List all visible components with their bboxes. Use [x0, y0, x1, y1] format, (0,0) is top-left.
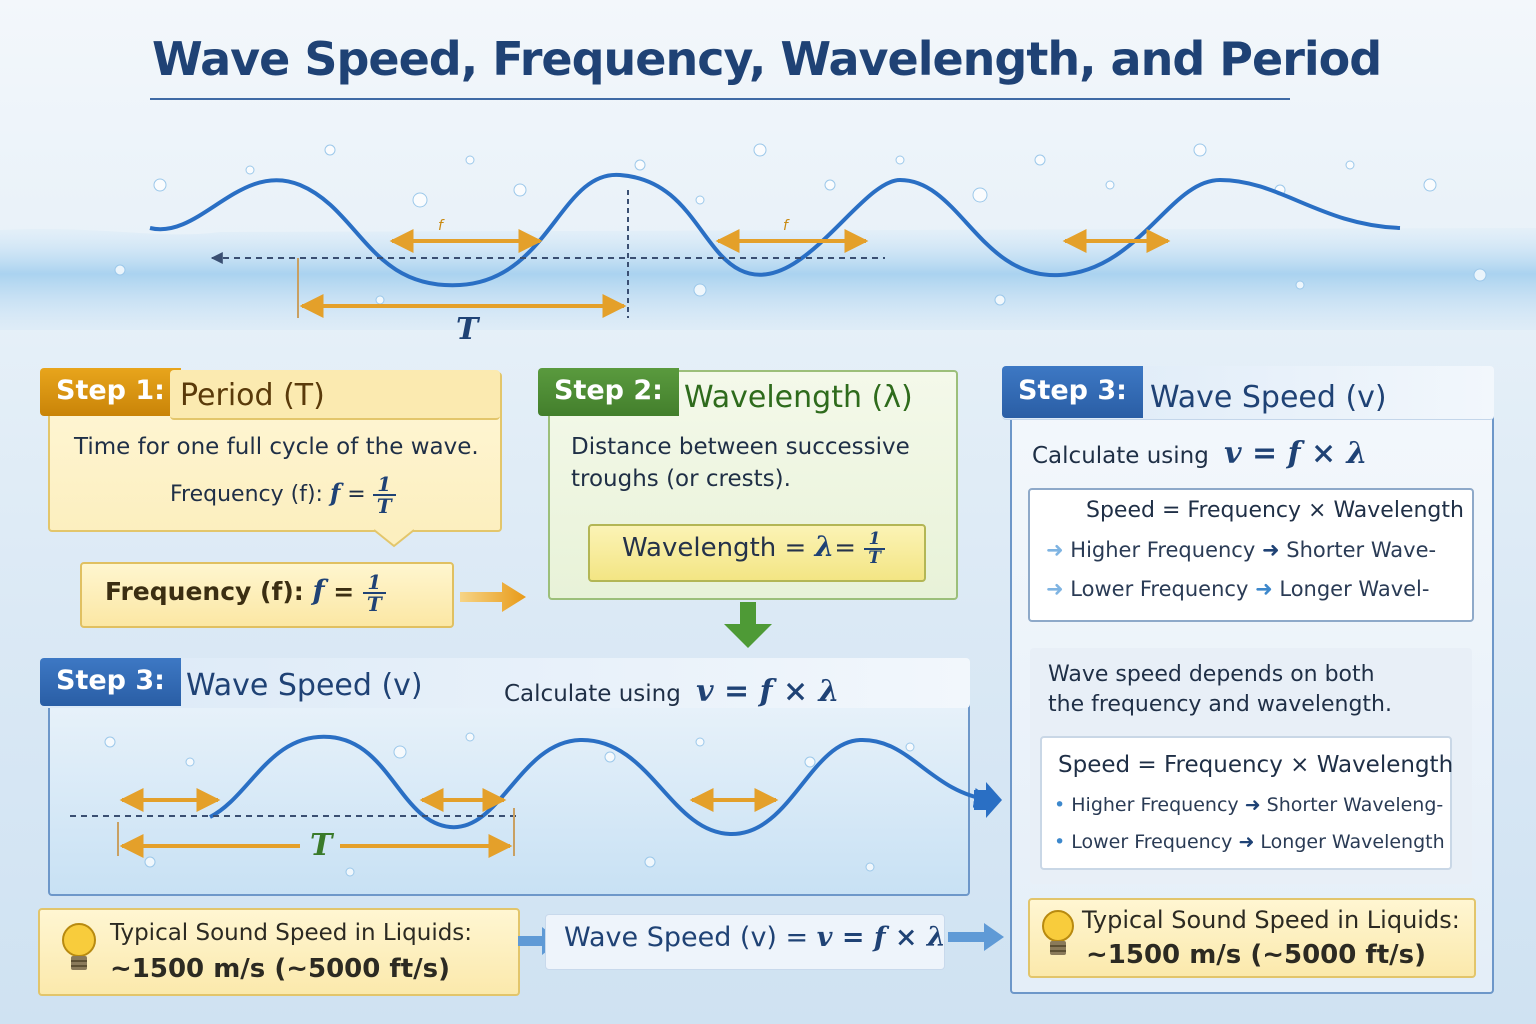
step3-right-tag: Step 3:	[1002, 366, 1143, 418]
speed-relation-1-row1: ➜ Higher Frequency ➜ Shorter Wave-	[1046, 538, 1437, 562]
lightbulb-icon	[1042, 910, 1074, 955]
step3-left-period-label: T	[310, 828, 333, 863]
step3-right-heading: Wave Speed (v)	[1150, 380, 1387, 415]
top-period-label: T	[456, 312, 479, 347]
top-wave-line	[149, 172, 1401, 288]
speed-note-line1: Wave speed depends on both	[1048, 662, 1375, 687]
step1-description: Time for one full cycle of the wave.	[74, 434, 479, 460]
arrow-right-icon: ➜	[1046, 577, 1064, 601]
arrow-right-icon: ➜	[1046, 538, 1064, 562]
step3-left-wave-diagram	[70, 732, 994, 877]
sound-speed-left-line1: Typical Sound Speed in Liquids:	[110, 920, 473, 946]
step2-tag: Step 2:	[538, 368, 679, 416]
speed-relation-2-title: Speed = Frequency × Wavelength	[1058, 752, 1454, 778]
speed-relation-box-2	[1040, 736, 1452, 870]
speed-relation-1-title: Speed = Frequency × Wavelength	[1086, 498, 1464, 523]
frequency-formula-box	[80, 562, 454, 628]
sound-speed-left-line2: ~1500 m/s (~5000 ft/s)	[110, 954, 450, 984]
arrow-down-icon	[724, 602, 772, 648]
step3-left-heading: Wave Speed (v)	[186, 668, 423, 703]
wavelength-formula-box	[588, 524, 926, 582]
speed-relation-2-row2: • Lower Frequency ➜ Longer Wavelength	[1054, 831, 1445, 853]
water-body	[0, 228, 1536, 330]
step1-callout-pointer	[374, 529, 414, 548]
speed-relation-1-row2: ➜ Lower Frequency ➜ Longer Wavel-	[1046, 577, 1430, 601]
step1-heading: Period (T)	[180, 378, 325, 413]
sound-speed-box-right	[1028, 898, 1476, 978]
step1-tag: Step 1:	[40, 368, 181, 416]
step2-heading: Wavelength (λ)	[684, 380, 913, 415]
sound-speed-right-line1: Typical Sound Speed in Liquids:	[1082, 906, 1460, 934]
freq-marker-1: f	[438, 218, 443, 234]
page-title: Wave Speed, Frequency, Wavelength, and P…	[150, 28, 1382, 100]
step2-desc-line2: troughs (or crests).	[571, 466, 791, 492]
speed-relation-2-row1: • Higher Frequency ➜ Shorter Waveleng-	[1054, 794, 1444, 816]
speed-note-line2: the frequency and wavelength.	[1048, 692, 1392, 717]
lightbulb-icon	[62, 923, 96, 970]
freq-marker-2: f	[783, 218, 788, 234]
step3-left-wave-line	[209, 734, 994, 837]
arrow-right-icon	[974, 782, 1002, 818]
speed-relation-box-1	[1028, 488, 1474, 622]
step3-right-calc: Calculate using v = f × λ	[1032, 436, 1368, 471]
sound-speed-right-line2: ~1500 m/s (~5000 ft/s)	[1086, 940, 1426, 970]
step2-desc-line1: Distance between successive	[571, 434, 910, 460]
step3-left-calc: Calculate using v = f × λ	[504, 674, 840, 709]
sound-speed-box-left	[38, 908, 520, 996]
arrow-right-icon	[460, 582, 526, 612]
bubble-field	[114, 143, 1487, 306]
arrow-right-icon	[948, 923, 1004, 951]
step3-left-tag: Step 3:	[40, 658, 181, 706]
wave-speed-summary: Wave Speed (v) = v = f × λ	[564, 922, 946, 953]
wave-speed-summary-box	[545, 914, 945, 970]
top-wave-diagram	[0, 143, 1536, 330]
